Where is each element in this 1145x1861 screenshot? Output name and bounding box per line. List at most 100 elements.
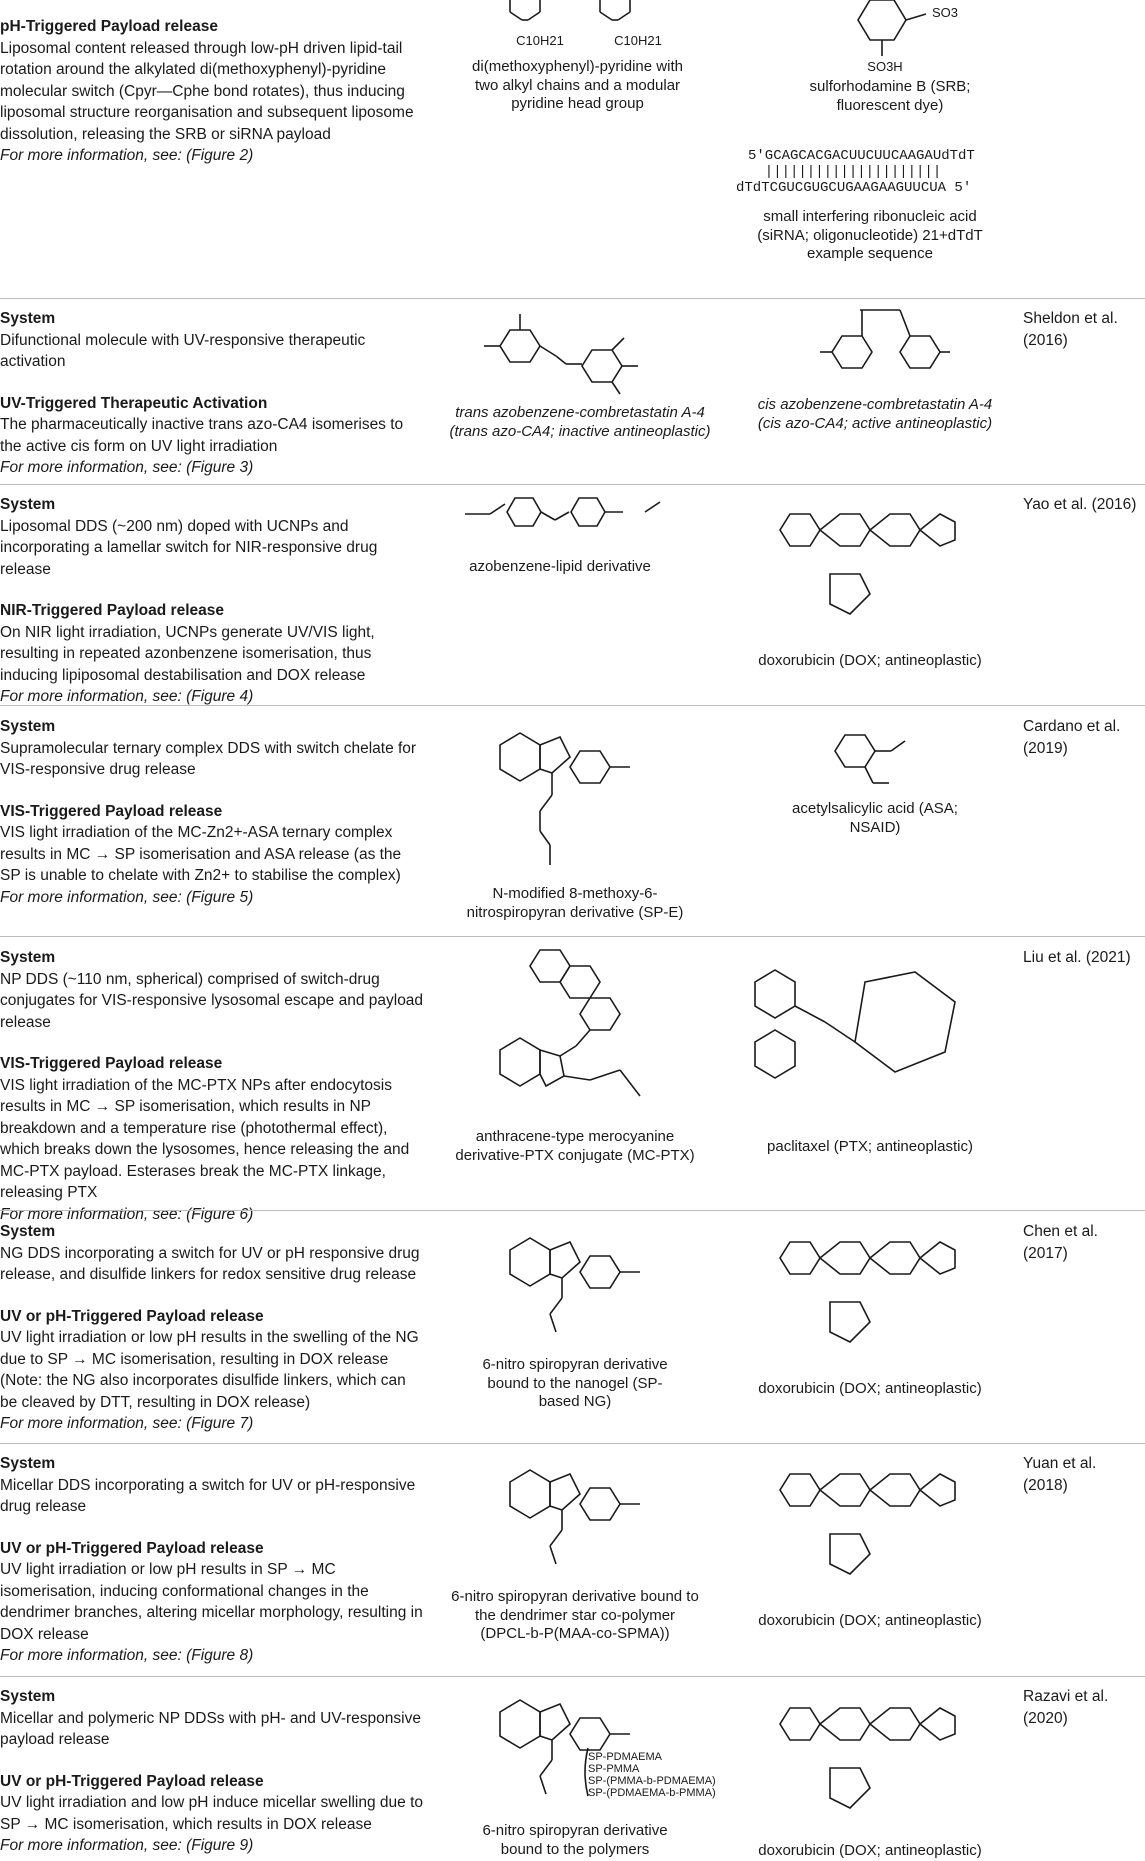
row6-more: For more information, see: (Figure 8) bbox=[0, 1647, 254, 1664]
row2-system: Liposomal DDS (~200 nm) doped with UCNPs… bbox=[0, 517, 378, 578]
row5-system-label: System bbox=[0, 1223, 56, 1240]
row7-polymer-1: SP-PDMAEMA bbox=[588, 1751, 662, 1763]
row6-caption-dox: doxorubicin (DOX; antineoplastic) bbox=[758, 1612, 982, 1629]
row2-body: On NIR light irradiation, UCNPs generate… bbox=[0, 623, 375, 684]
row0-heading: pH-Triggered Payload release bbox=[0, 18, 218, 35]
row6-dox-structure bbox=[779, 1473, 956, 1575]
divider-1 bbox=[0, 298, 1145, 299]
divider-3 bbox=[0, 705, 1145, 706]
row1-text: System Difunctional molecule with UV-res… bbox=[0, 308, 425, 479]
row3-more: For more information, see: (Figure 5) bbox=[0, 888, 254, 906]
row7-ref: Razavi et al. (2020) bbox=[1023, 1688, 1109, 1727]
row5-dox-structure bbox=[779, 1241, 956, 1343]
row1-trans-azo-structure bbox=[484, 314, 638, 395]
row0-body: Liposomal content released through low-p… bbox=[0, 39, 414, 143]
row6-sp-structure bbox=[509, 1469, 640, 1565]
row0-sirna-bot: dTdTCGUCGUGCUGAAGAAGUUCUA 5' bbox=[736, 180, 972, 196]
row1-body: The pharmaceutically inactive trans azo-… bbox=[0, 416, 404, 455]
row4-heading: VIS-Triggered Payload release bbox=[0, 1055, 223, 1072]
divider-2 bbox=[0, 484, 1145, 485]
row1-caption-cis: cis azobenzene-combretastatin A-4 (cis a… bbox=[757, 396, 993, 432]
row2-caption-lipid: azobenzene-lipid derivative bbox=[469, 558, 651, 575]
row0-chain-label-1: C10H21 bbox=[516, 33, 564, 48]
row7-sp-structure bbox=[499, 1699, 630, 1797]
row2-ref: Yao et al. (2016) bbox=[1023, 496, 1137, 513]
row1-more: For more information, see: (Figure 3) bbox=[0, 459, 254, 476]
row2-more: For more information, see: (Figure 4) bbox=[0, 688, 254, 705]
row1-cis-azo-structure bbox=[820, 309, 950, 369]
row4-body: VIS light irradiation of the MC-PTX NPs … bbox=[0, 1076, 410, 1202]
row2-dox-structure bbox=[779, 513, 956, 615]
row7-body: UV light irradiation and low pH induce m… bbox=[0, 1794, 424, 1833]
row4-caption-ptx: paclitaxel (PTX; antineoplastic) bbox=[767, 1138, 973, 1155]
row7-heading: UV or pH-Triggered Payload release bbox=[0, 1772, 264, 1790]
row3-ref: Cardano et al. (2019) bbox=[1023, 718, 1121, 757]
row7-dox-structure bbox=[779, 1707, 956, 1809]
row5-text: System NG DDS incorporating a switch for… bbox=[0, 1221, 425, 1435]
row0-caption-sirna: small interfering ribonucleic acid (siRN… bbox=[757, 208, 983, 262]
row3-text: System Supramolecular ternary complex DD… bbox=[0, 716, 425, 908]
row2-caption-dox: doxorubicin (DOX; antineoplastic) bbox=[758, 652, 982, 669]
row3-caption-spe: N-modified 8-methoxy-6-nitrospiropyran d… bbox=[466, 885, 684, 921]
row0-caption-srb: sulforhodamine B (SRB; fluorescent dye) bbox=[809, 78, 971, 114]
row4-ptx-structure bbox=[754, 969, 956, 1079]
row0-sirna-top: 5'GCAGCACGACUUCUUCAAGAUdTdT bbox=[748, 148, 975, 164]
divider-5 bbox=[0, 1210, 1145, 1211]
row0-more: For more information, see: (Figure 2) bbox=[0, 147, 254, 164]
row7-polymer-4: SP-(PDMAEMA-b-PMMA) bbox=[588, 1787, 716, 1799]
row3-spe-structure bbox=[499, 732, 630, 865]
row0-sirna-mid: ||||||||||||||||||||| bbox=[748, 164, 942, 180]
row5-ref: Chen et al. (2017) bbox=[1023, 1223, 1098, 1262]
row3-caption-asa: acetylsalicylic acid (ASA; NSAID) bbox=[792, 800, 958, 836]
row0-so3h-label: SO3H bbox=[867, 59, 903, 74]
row6-body: UV light irradiation or low pH results i… bbox=[0, 1561, 423, 1643]
divider-7 bbox=[0, 1676, 1145, 1677]
divider-4 bbox=[0, 936, 1145, 937]
row4-system: NP DDS (~110 nm, spherical) comprised of… bbox=[0, 970, 424, 1031]
row1-system: Difunctional molecule with UV-responsive… bbox=[0, 331, 366, 371]
row4-mcptx-structure bbox=[499, 949, 641, 1097]
row7-system-label: System bbox=[0, 1688, 56, 1705]
row0-pyridine-tails bbox=[509, 0, 631, 21]
row0-text: pH-Triggered Payload release Liposomal c… bbox=[0, 16, 425, 167]
row0-caption-pyridine: di(methoxyphenyl)-pyridine with two alky… bbox=[472, 58, 683, 112]
row1-heading: UV-Triggered Therapeutic Activation bbox=[0, 394, 268, 412]
row7-polymer-2: SP-PMMA bbox=[588, 1763, 640, 1775]
row7-caption-sp: 6-nitro spiropyran derivative bound to t… bbox=[482, 1822, 668, 1858]
row7-caption-dox: doxorubicin (DOX; antineoplastic) bbox=[758, 1842, 982, 1859]
row5-caption-sp: 6-nitro spiropyran derivative bound to t… bbox=[482, 1356, 668, 1410]
row4-text: System NP DDS (~110 nm, spherical) compr… bbox=[0, 947, 425, 1225]
row5-sp-structure bbox=[509, 1237, 640, 1333]
row5-system: NG DDS incorporating a switch for UV or … bbox=[0, 1244, 420, 1284]
row7-more: For more information, see: (Figure 9) bbox=[0, 1837, 254, 1854]
row0-srb-structure bbox=[857, 0, 927, 56]
row4-system-label: System bbox=[0, 949, 56, 966]
divider-6 bbox=[0, 1443, 1145, 1444]
row5-caption-dox: doxorubicin (DOX; antineoplastic) bbox=[758, 1380, 982, 1397]
row3-body: VIS light irradiation of the MC-Zn2+-ASA… bbox=[0, 824, 402, 884]
row6-caption-sp: 6-nitro spiropyran derivative bound to t… bbox=[451, 1588, 699, 1642]
row5-body: UV light irradiation or low pH results i… bbox=[0, 1329, 419, 1411]
row4-ref: Liu et al. (2021) bbox=[1023, 949, 1131, 966]
row1-caption-trans: trans azobenzene-combretastatin A-4 (tra… bbox=[449, 404, 711, 440]
row3-system-label: System bbox=[0, 718, 56, 735]
row6-ref: Yuan et al. (2018) bbox=[1023, 1455, 1097, 1494]
row2-heading: NIR-Triggered Payload release bbox=[0, 602, 224, 619]
row0-chain-label-2: C10H21 bbox=[614, 33, 662, 48]
row7-text: System Micellar and polymeric NP DDSs wi… bbox=[0, 1686, 425, 1857]
row1-system-label: System bbox=[0, 310, 56, 327]
row6-text: System Micellar DDS incorporating a swit… bbox=[0, 1453, 425, 1667]
row7-polymer-3: SP-(PMMA-b-PDMAEMA) bbox=[588, 1775, 716, 1787]
row3-asa-structure bbox=[834, 734, 906, 784]
row7-system: Micellar and polymeric NP DDSs with pH- … bbox=[0, 1709, 421, 1749]
row5-more: For more information, see: (Figure 7) bbox=[0, 1415, 254, 1432]
row0-so3-label: SO3 bbox=[931, 5, 958, 20]
row3-system: Supramolecular ternary complex DDS with … bbox=[0, 739, 417, 779]
row2-text: System Liposomal DDS (~200 nm) doped wit… bbox=[0, 494, 425, 708]
row6-heading: UV or pH-Triggered Payload release bbox=[0, 1539, 264, 1557]
row4-caption-mcptx: anthracene-type merocyanine derivative-P… bbox=[455, 1128, 695, 1164]
row5-heading: UV or pH-Triggered Payload release bbox=[0, 1307, 264, 1325]
row4-more: For more information, see: (Figure 6) bbox=[0, 1205, 254, 1223]
row6-system: Micellar DDS incorporating a switch for … bbox=[0, 1476, 416, 1516]
row2-azo-lipid-structure bbox=[465, 497, 661, 527]
